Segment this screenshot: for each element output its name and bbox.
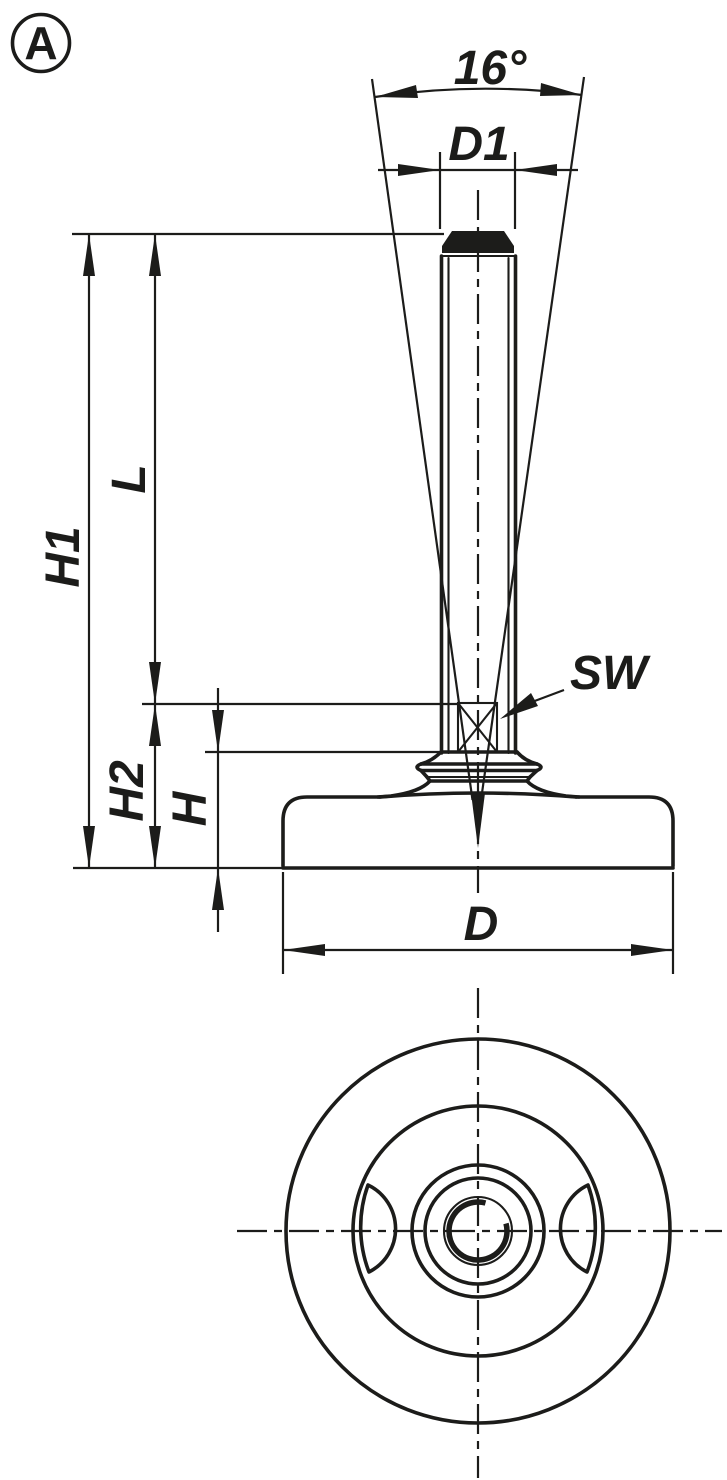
bottom-view: [237, 988, 722, 1478]
arrowhead: [398, 164, 440, 176]
threaded-spindle: [439, 254, 518, 755]
spanner-flat-left: [358, 1183, 398, 1274]
leader-spanner-width: SW: [500, 647, 651, 719]
view-label-text: A: [24, 17, 57, 69]
tilt-angle-label: 16°: [454, 42, 527, 95]
arrowhead: [540, 83, 582, 96]
pivot-spike: [471, 793, 485, 848]
arrowhead: [83, 826, 95, 868]
dim-overall-height: H1: [37, 234, 95, 868]
plate-inner-circle: [351, 1104, 605, 1358]
front-view: [281, 190, 675, 893]
arrowhead: [149, 662, 161, 704]
arrowhead: [283, 944, 325, 956]
arrowhead: [500, 693, 538, 719]
spanner-width-label: SW: [570, 647, 651, 700]
seat-inner-circle: [423, 1176, 533, 1286]
lower-height-label: H2: [101, 760, 154, 822]
arrowhead: [631, 944, 673, 956]
ball-seat-bellows: [376, 750, 581, 799]
thread-outer-circle: [442, 1195, 514, 1267]
spindle-length-label: L: [103, 464, 156, 493]
dim-base-diameter: D: [281, 872, 675, 974]
overall-height-label: H1: [37, 526, 90, 587]
dim-spindle-diameter: D1: [378, 118, 578, 229]
thread-bore-arc: [446, 1199, 510, 1263]
dim-lower-height: H2: [101, 704, 161, 868]
arrowhead: [212, 868, 224, 910]
arrowhead: [515, 164, 557, 176]
tilt-line-right: [479, 76, 586, 801]
base-diameter-label: D: [464, 898, 499, 951]
arrowhead: [83, 234, 95, 276]
view-label-circle: [10, 12, 72, 74]
base-height-label: H: [164, 790, 217, 826]
spindle-cap: [442, 231, 514, 253]
spindle-diameter-label: D1: [448, 118, 509, 171]
dim-base-height: H: [164, 688, 224, 932]
plate-outer-circle: [284, 1037, 672, 1425]
arrowhead: [149, 234, 161, 276]
dim-spindle-length: L: [103, 234, 161, 704]
arrowhead: [375, 85, 418, 98]
arrowhead: [149, 826, 161, 868]
dim-tilt-angle: 16°: [370, 42, 586, 801]
arrowhead: [149, 704, 161, 746]
tilt-line-left: [370, 78, 474, 801]
seat-outer-circle: [410, 1163, 546, 1299]
spanner-flat-right: [558, 1183, 598, 1274]
view-label-badge: A: [10, 12, 72, 74]
arrowhead: [212, 710, 224, 752]
